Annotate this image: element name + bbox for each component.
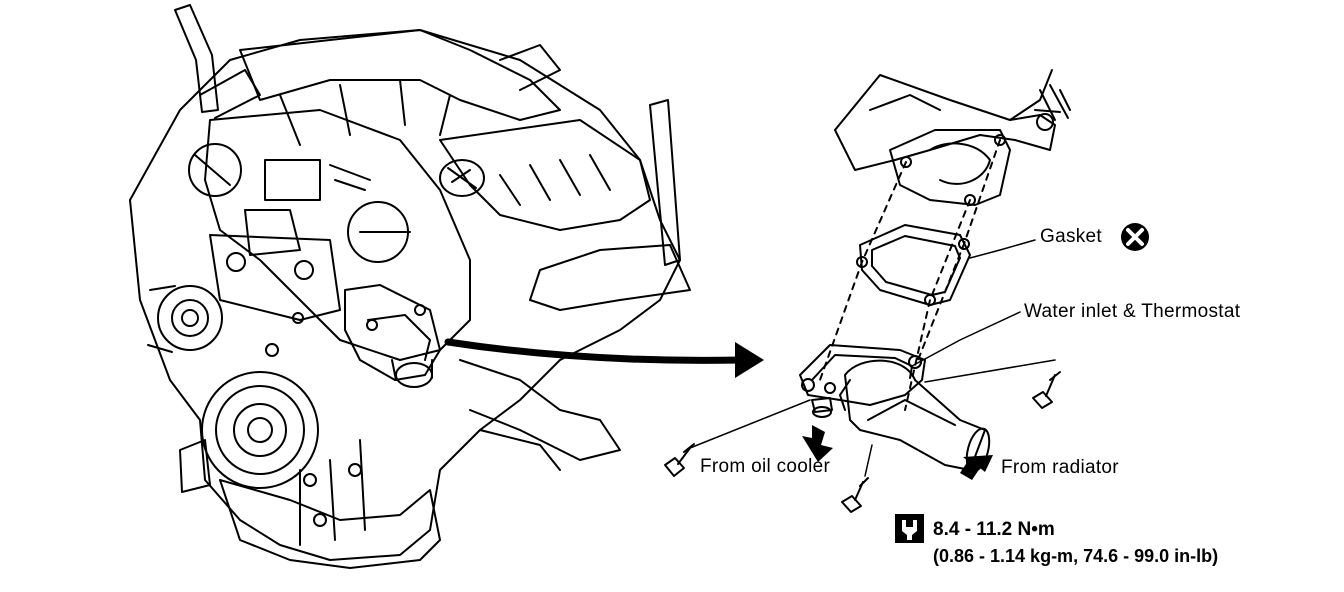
engine-illustration [129, 4, 691, 569]
label-from-radiator: From radiator [1001, 457, 1119, 478]
torque-spec-primary: 8.4 - 11.2 N•m [933, 519, 1055, 540]
pointer-arrow [444, 338, 764, 378]
label-gasket: Gasket [1040, 226, 1102, 247]
bolt-left [664, 399, 811, 477]
torque-spec-secondary: (0.86 - 1.14 kg-m, 74.6 - 99.0 in-lb) [933, 546, 1219, 566]
flow-arrow-radiator [960, 455, 993, 480]
bolt-right [924, 359, 1061, 409]
torque-wrench-icon [895, 514, 924, 543]
flow-arrow-oil-cooler [802, 425, 833, 462]
x-circle-icon [1121, 223, 1149, 251]
bolt-bottom [841, 444, 873, 513]
label-water-inlet-thermostat: Water inlet & Thermostat [1024, 301, 1241, 322]
thermostat-assembly-illustration [664, 69, 1071, 513]
label-from-oil-cooler: From oil cooler [700, 456, 831, 477]
